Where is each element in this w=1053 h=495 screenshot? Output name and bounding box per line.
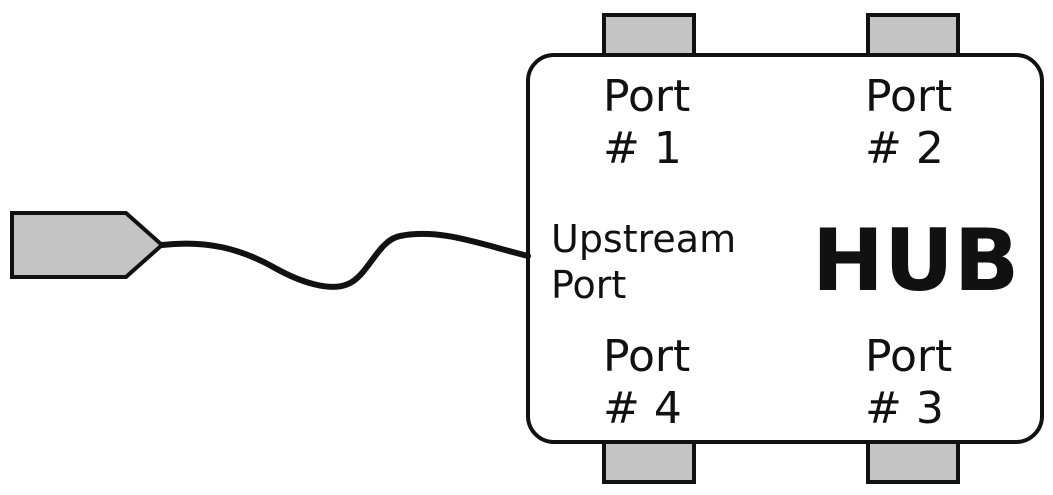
port-4-label-line1: Port <box>603 331 690 382</box>
port-4-label-line2: # 4 <box>603 383 682 434</box>
port-1-label: Port # 1 <box>603 71 704 174</box>
port-1-label-line1: Port <box>603 71 690 122</box>
upstream-port-label-line1: Upstream <box>551 217 736 261</box>
upstream-port-label: Upstream Port <box>551 217 748 307</box>
port-4-connector <box>602 440 696 484</box>
port-3-label: Port # 3 <box>865 331 966 434</box>
port-3-label-line1: Port <box>865 331 952 382</box>
port-4-label: Port # 4 <box>603 331 704 434</box>
upstream-cable <box>159 230 531 290</box>
port-3-label-line2: # 3 <box>865 383 944 434</box>
port-2-connector <box>866 13 960 57</box>
hub-title: HUB <box>812 211 1019 311</box>
port-2-label-line1: Port <box>865 71 952 122</box>
port-2-label-line2: # 2 <box>865 123 944 174</box>
hub-body <box>526 53 1044 444</box>
upstream-plug <box>10 211 166 279</box>
port-1-connector <box>602 13 696 57</box>
port-2-label: Port # 2 <box>865 71 966 174</box>
upstream-port-label-line2: Port <box>551 263 626 307</box>
port-1-label-line2: # 1 <box>603 123 682 174</box>
port-3-connector <box>866 440 960 484</box>
